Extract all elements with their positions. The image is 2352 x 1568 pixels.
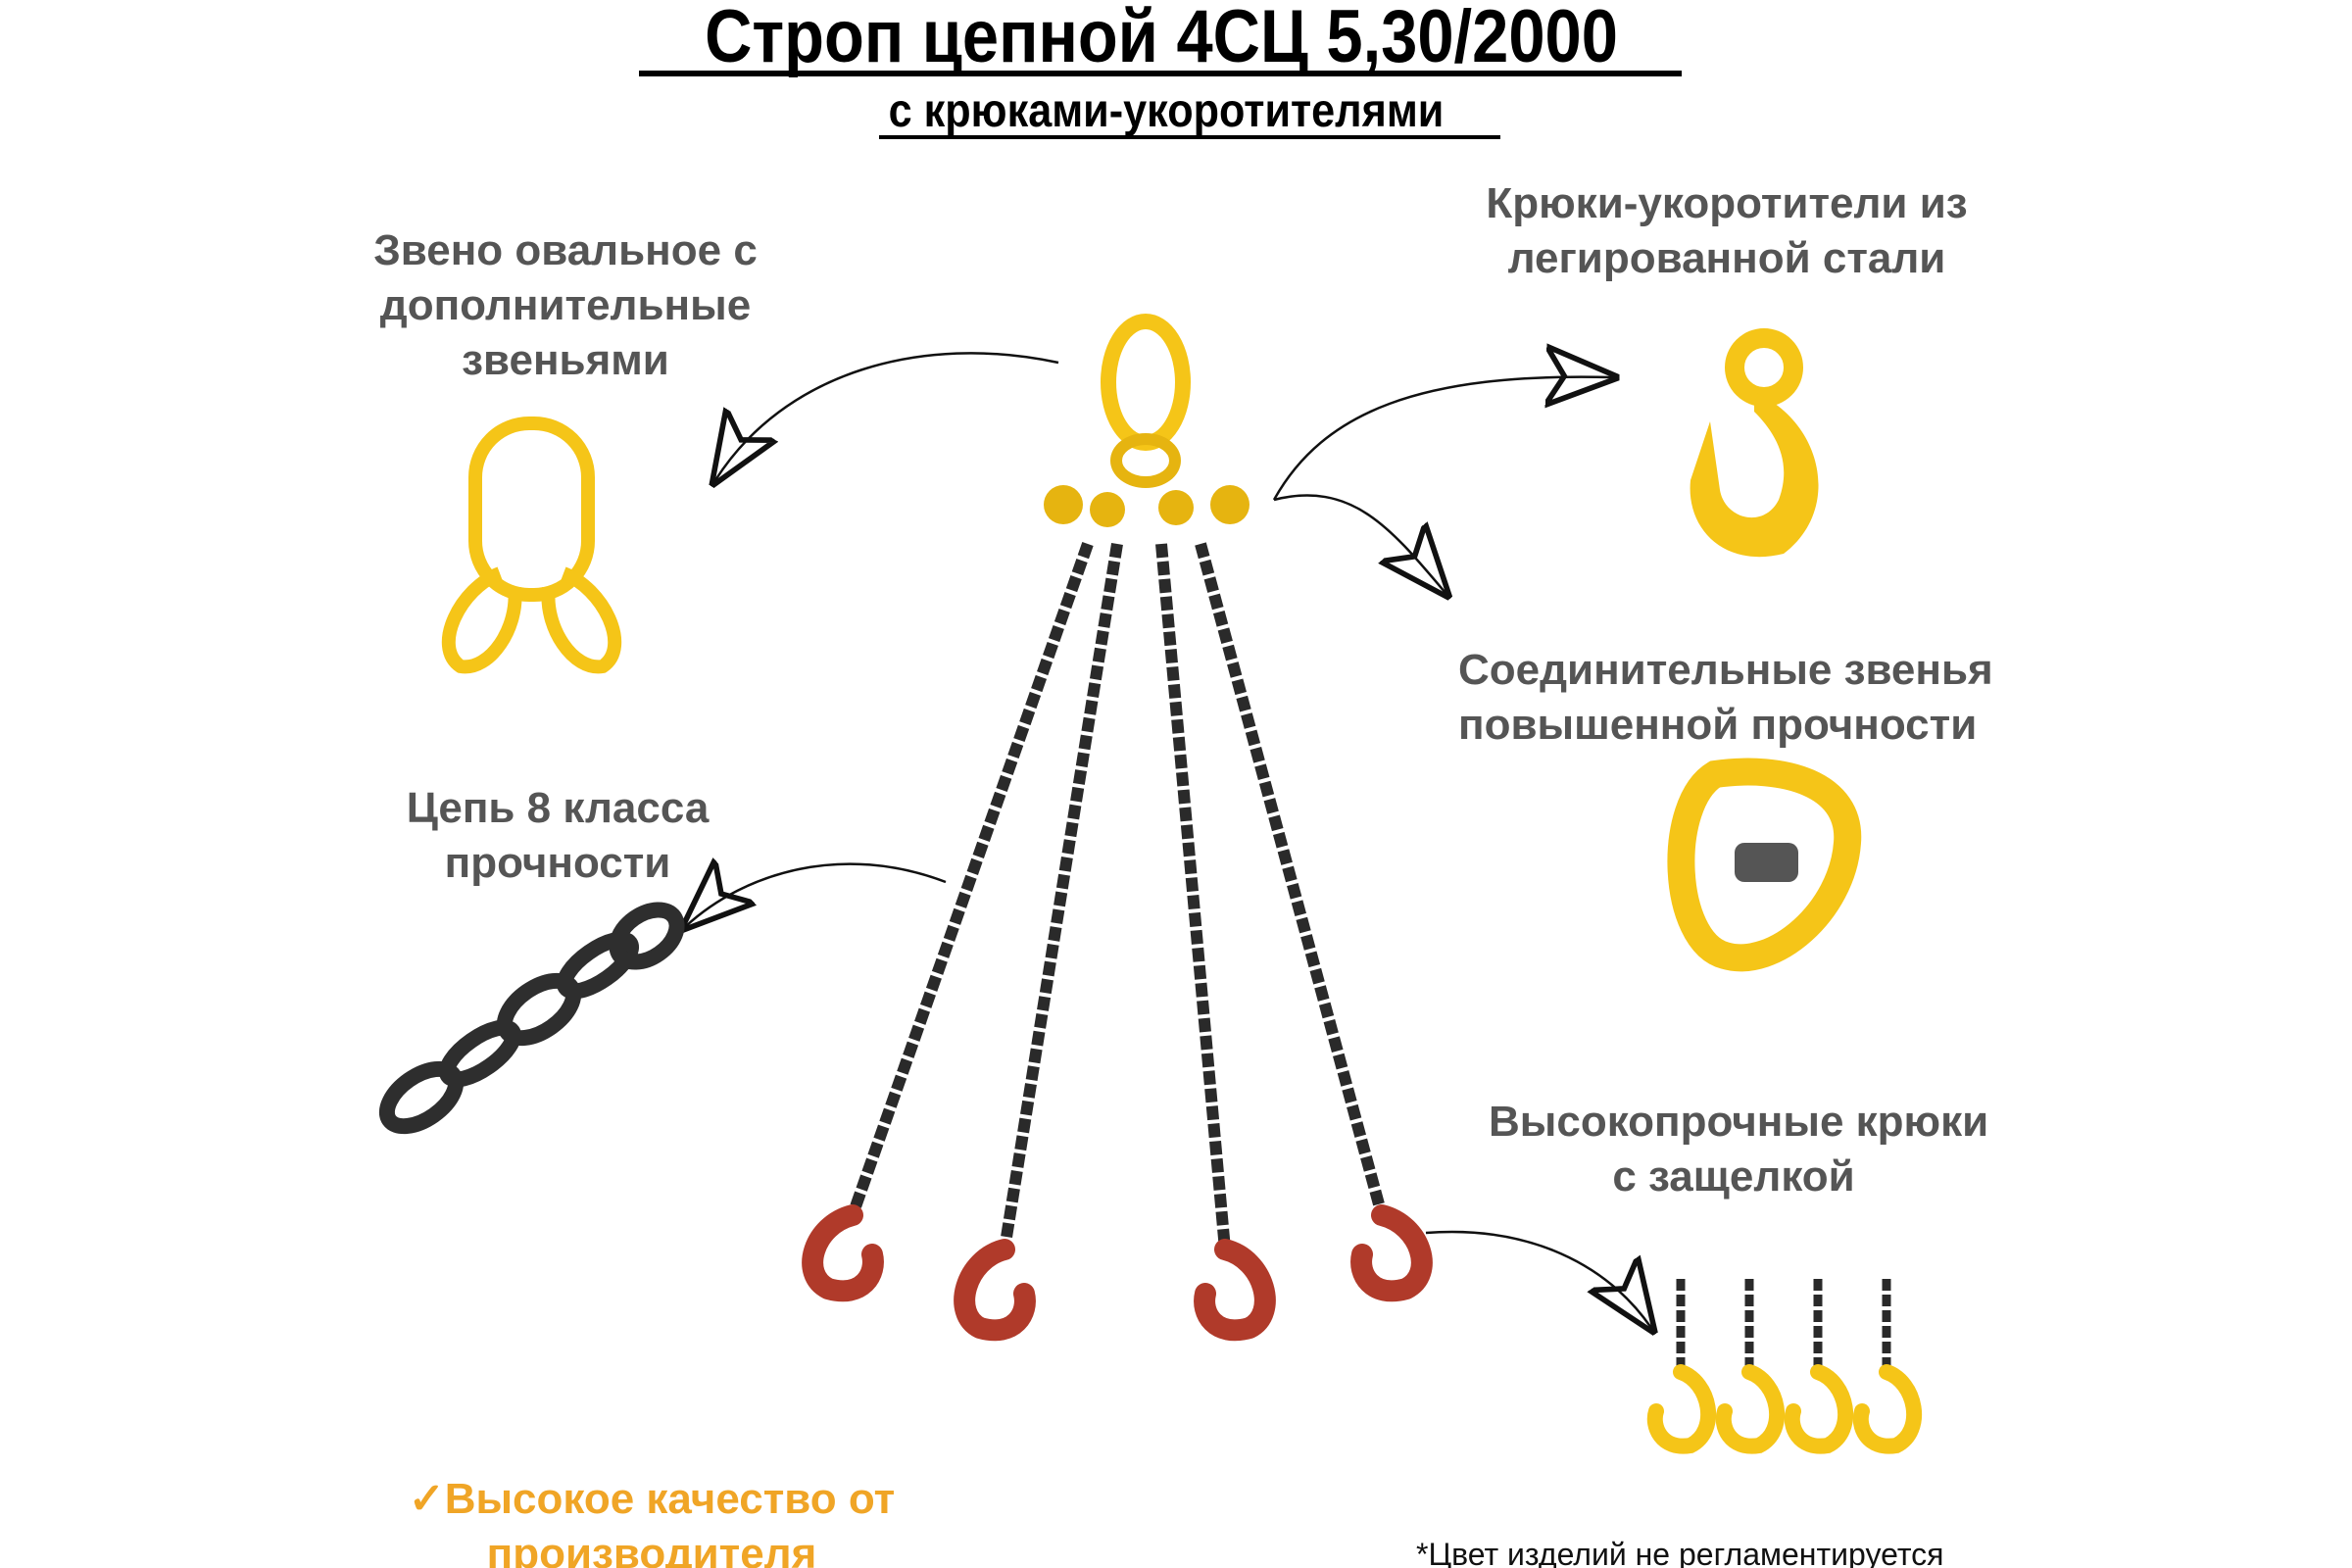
- pointer-arrows: [686, 353, 1651, 1328]
- label-connecting-links: Соединительные звенья повышенной прочнос…: [1458, 646, 1993, 749]
- label-chain: Цепь 8 класса прочности: [406, 784, 710, 887]
- oval-link-image: [441, 416, 622, 674]
- page-subtitle: с крюками-укоротителями: [888, 85, 1445, 137]
- shortening-hook-image: [1690, 328, 1819, 558]
- label-latch-hooks: Высокопрочные крюки с защелкой: [1489, 1098, 1989, 1200]
- quality-badge: ✓Высокое качество от производителя: [408, 1475, 896, 1568]
- arrow-chain: [686, 864, 947, 926]
- color-disclaimer: *Цвет изделий не регламентируется: [1416, 1537, 1944, 1568]
- arrow-latch-hooks: [1425, 1230, 1651, 1328]
- chain-image: [378, 902, 685, 1135]
- latch-hooks-image: [1646, 1279, 1922, 1454]
- page-title: Строп цепной 4СЦ 5,30/2000: [705, 0, 1618, 78]
- arrow-connecting-links: [1273, 494, 1446, 593]
- arrow-shortening-hooks: [1272, 377, 1612, 501]
- chain-sling-image: [802, 314, 1433, 1342]
- label-oval-link: Звено овальное с дополнительные звеньями: [373, 226, 758, 384]
- label-shortening-hooks: Крюки-укоротители из легированной стали: [1486, 179, 1968, 282]
- subtitle-underline: [879, 135, 1500, 139]
- arrow-oval-link: [715, 352, 1059, 480]
- title-underline: [639, 71, 1682, 76]
- connecting-link-image: [1667, 758, 1862, 972]
